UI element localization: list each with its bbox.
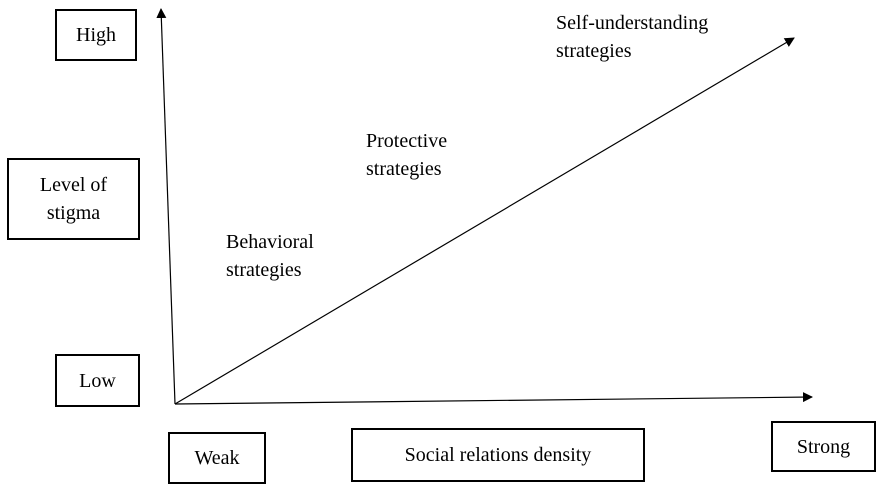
y-axis-arrow bbox=[156, 8, 176, 405]
behavioral-strategies-line-2: strategies bbox=[226, 259, 302, 281]
protective-strategies-line-2: strategies bbox=[366, 158, 442, 180]
low-label-box: Low bbox=[55, 354, 140, 407]
strong-label-box: Strong bbox=[771, 421, 876, 472]
high-label: High bbox=[76, 24, 116, 46]
level-of-stigma-box: Level of stigma bbox=[7, 158, 140, 240]
level-of-stigma-line-1: Level of bbox=[39, 174, 108, 196]
protective-strategies-line-1: Protective bbox=[366, 130, 448, 152]
diagonal-arrow bbox=[174, 37, 795, 405]
x-axis-arrow bbox=[174, 392, 813, 405]
weak-label: Weak bbox=[194, 447, 240, 469]
social-relations-density-box: Social relations density bbox=[351, 428, 645, 482]
social-relations-density-label: Social relations density bbox=[404, 444, 592, 466]
protective-strategies-label: Protective strategies bbox=[366, 127, 447, 183]
level-of-stigma-line-2: stigma bbox=[46, 202, 101, 224]
behavioral-strategies-line-1: Behavioral bbox=[226, 231, 314, 253]
high-label-box: High bbox=[55, 9, 137, 61]
low-label: Low bbox=[79, 369, 116, 392]
self-understanding-strategies-line-1: Self-understanding bbox=[556, 12, 709, 34]
weak-label-box: Weak bbox=[168, 432, 266, 484]
behavioral-strategies-label: Behavioral strategies bbox=[226, 228, 314, 284]
strong-label: Strong bbox=[796, 435, 851, 458]
self-understanding-strategies-line-2: strategies bbox=[556, 40, 632, 62]
self-understanding-strategies-label: Self-understanding strategies bbox=[556, 9, 708, 65]
